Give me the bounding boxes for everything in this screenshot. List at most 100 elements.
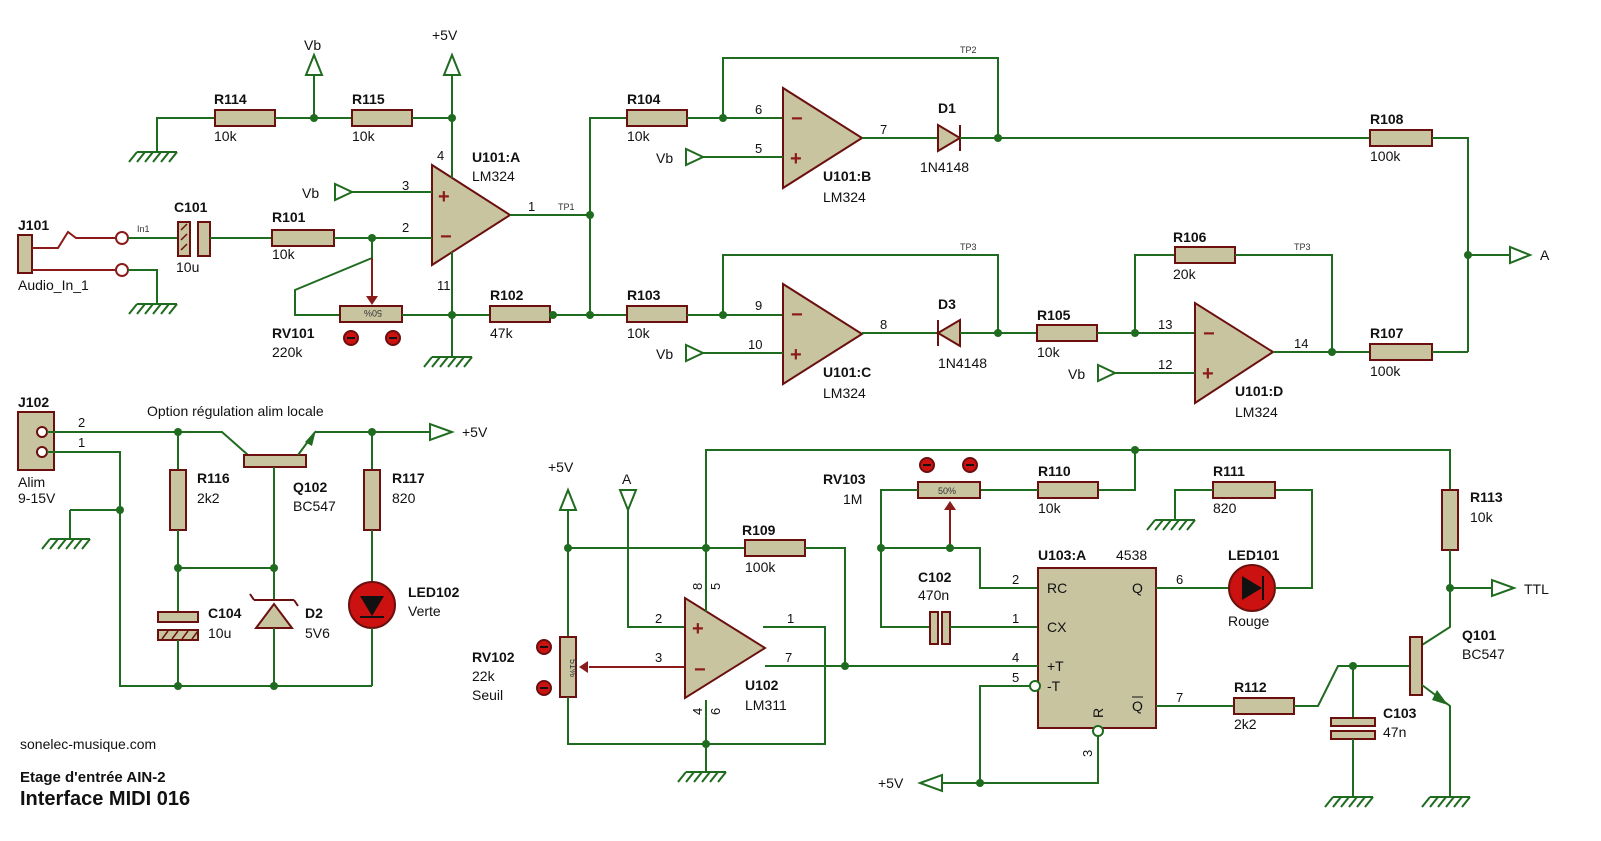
diode-d3 [936,318,961,348]
pin-u101b-6: 6 [755,102,762,117]
pin-u102-5: 5 [708,583,723,590]
u103a-value: 4538 [1116,547,1147,563]
r116-value: 2k2 [197,490,220,506]
r111-value: 820 [1213,500,1237,516]
comparator-u102 [684,596,767,700]
r106-value: 20k [1173,266,1197,282]
pin-u102-7: 7 [785,650,792,665]
pin-u101b-7: 7 [880,122,887,137]
pin-u101c-10: 10 [748,337,762,352]
r102-value: 47k [490,325,514,341]
pin-u102-3: 3 [655,650,662,665]
u102-ref: U102 [745,677,779,693]
site-credit: sonelec-musique.com [20,736,156,752]
resistor-r109 [744,539,806,557]
resistor-r116 [169,469,187,531]
d3-ref: D3 [938,296,956,312]
u103a-pin-r: R [1090,708,1106,718]
r109-value: 100k [745,559,776,575]
r102-ref: R102 [490,287,524,303]
q101-value: BC547 [1462,646,1505,662]
net-a-label-in: A [622,471,632,487]
j102-voltage: 9-15V [18,490,56,506]
svg-text:+: + [1202,363,1214,385]
vcc-label-u101a: +5V [432,27,458,43]
j102-ref: J102 [18,394,49,410]
resistor-r113 [1441,489,1459,551]
u101a-ref: U101:A [472,149,520,165]
tp2-label: TP2 [960,45,977,55]
pin-u101c-9: 9 [755,298,762,313]
d1-ref: D1 [938,100,956,116]
u103a-ref: U103:A [1038,547,1086,563]
resistor-r115 [351,109,413,127]
r103-value: 10k [627,325,651,341]
d1-value: 1N4148 [920,159,969,175]
led101-diode-icon [1242,576,1262,600]
svg-text:+: + [692,618,704,640]
capacitor-c103-plate2 [1330,730,1376,740]
tp1-label: TP1 [558,202,575,212]
tp3-label-b: TP3 [1294,242,1311,252]
c104-ref: C104 [208,605,242,621]
comparator-u102-section: 51% + − 2 3 1 7 8 5 4 6 U102 LM311 R109 … [472,459,1035,783]
opamp-u101d [1194,301,1275,405]
r115-value: 10k [352,128,376,144]
r104-ref: R104 [627,91,661,107]
capacitor-c103-plate1 [1330,717,1376,727]
r114-ref: R114 [214,91,247,107]
vcc-arrow-u101a [443,54,461,76]
r107-value: 100k [1370,363,1401,379]
svg-text:−: − [440,226,452,248]
ground-symbol-u101a [423,344,473,368]
opamp-u101d-section: − + R106 20k TP3 Vb 13 12 14 U101:D LM32… [1068,229,1550,420]
r113-value: 10k [1470,509,1494,525]
opamp-u101b [782,86,864,190]
feedback-rv101-r102: 50% RV101 220k R102 47k [272,238,590,360]
transistor-q102 [243,454,307,468]
u101c-ref: U101:C [823,364,871,380]
ground-symbol-j101 [128,291,178,315]
led102-value: Verte [408,603,441,619]
r113-ref: R113 [1470,489,1503,505]
capacitor-c102-plate2 [941,611,951,645]
rv103-ref: RV103 [823,471,866,487]
pin-u101a-1: 1 [528,199,535,214]
rv102-value: 22k [472,668,496,684]
c101-value: 10u [176,259,199,275]
pin-u103-6: 6 [1176,572,1183,587]
resistor-r104 [626,109,688,127]
ttl-output-label: TTL [1524,581,1549,597]
pin-u101b-5: 5 [755,141,762,156]
r101-ref: R101 [272,209,306,225]
r108-ref: R108 [1370,111,1404,127]
pin-u103-1: 1 [1012,611,1019,626]
opamp-u101c [782,282,864,386]
led101-ref: LED101 [1228,547,1280,563]
pin-u101c-8: 8 [880,317,887,332]
svg-text:−: − [791,304,803,326]
led102-diode-icon [360,596,384,616]
r110-ref: R110 [1038,463,1071,479]
capacitor-c102-plate1 [929,611,939,645]
d3-value: 1N4148 [938,355,987,371]
vb-label-u101b: Vb [656,150,673,166]
pin-u101d-12: 12 [1158,357,1172,372]
vcc-label-rv102: +5V [548,459,574,475]
ground-symbol-r114 [128,139,178,163]
r117-ref: R117 [392,470,425,486]
u103a-pin-rc: RC [1047,580,1067,596]
resistor-r103 [626,305,688,323]
svg-text:−: − [791,108,803,130]
pin-u101a-11: 11 [437,278,451,293]
capacitor-c101-plate1 [177,221,191,257]
u101b-ref: U101:B [823,168,871,184]
led102-ref: LED102 [408,584,460,600]
q102-value: BC547 [293,498,336,514]
u101b-value: LM324 [823,189,866,205]
opamp-u101c-section: − + R103 10k Vb 9 10 8 U101:C LM324 D3 1… [626,242,1195,401]
connector-j101 [17,234,33,274]
led101-value: Rouge [1228,613,1269,629]
r108-value: 100k [1370,148,1401,164]
r112-ref: R112 [1234,679,1267,695]
